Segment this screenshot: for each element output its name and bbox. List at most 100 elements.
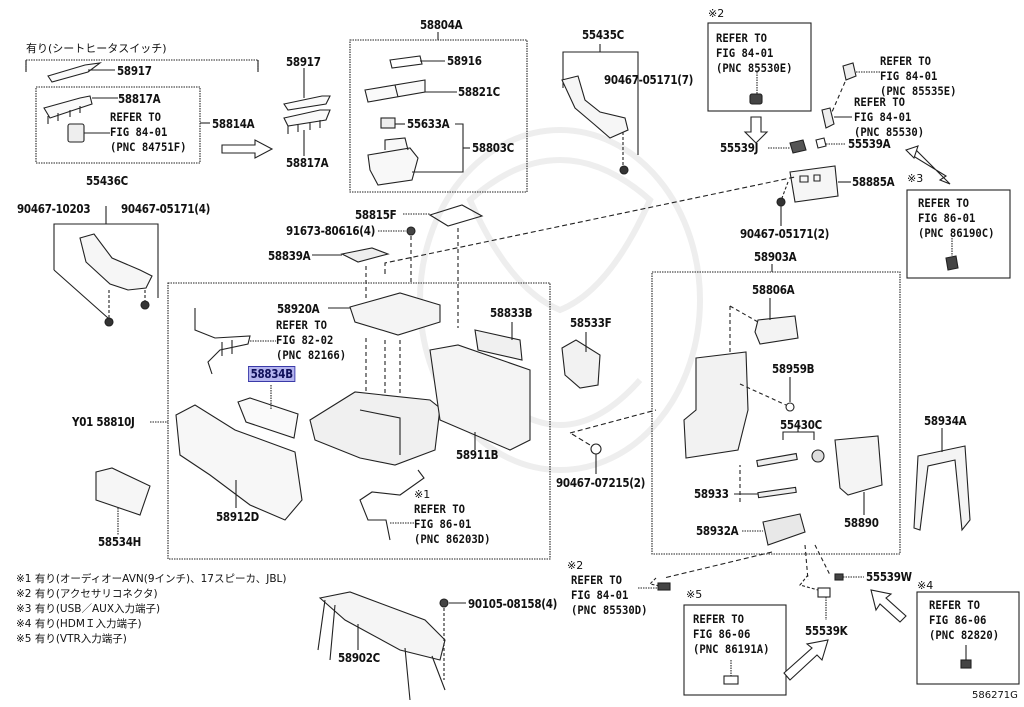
mark-2-bottom: ※2 <box>567 559 584 572</box>
part-58533F-shape <box>561 339 601 389</box>
part-58534H-shape <box>95 467 151 516</box>
ref-82166[interactable]: REFER TO FIG 82-02 (PNC 82166) <box>276 318 347 362</box>
ref-82820[interactable]: REFER TO FIG 86-06 (PNC 82820) <box>929 598 1000 642</box>
ref-85530[interactable]: REFER TO FIG 84-01 (PNC 85530) <box>854 95 925 139</box>
part-label-58959B[interactable]: 58959B <box>772 362 815 376</box>
part-label-55436C[interactable]: 55436C <box>86 174 128 188</box>
part-label-58885A[interactable]: 58885A <box>852 175 895 189</box>
part-58815F-shape <box>428 204 484 227</box>
part-55539W-shape <box>834 573 844 581</box>
mark-4: ※4 <box>917 579 934 592</box>
bolt-90105-icon <box>439 598 449 608</box>
part-console-body-shape <box>309 391 441 466</box>
part-label-90467-07215[interactable]: 90467-07215(2) <box>556 476 646 490</box>
part-label-58817A[interactable]: 58817A <box>118 92 161 106</box>
part-label-58815F[interactable]: 58815F <box>355 208 397 222</box>
part-label-55430C[interactable]: 55430C <box>780 418 822 432</box>
part-58833B-shape <box>474 329 523 361</box>
part-label-58911B[interactable]: 58911B <box>456 448 499 462</box>
part-label-55539A[interactable]: 55539A <box>848 137 891 151</box>
ref-86203D[interactable]: REFER TO FIG 86-01 (PNC 86203D) <box>414 502 491 546</box>
part-label-58533F[interactable]: 58533F <box>570 316 612 330</box>
mark-5: ※5 <box>686 588 703 601</box>
part-label-90467-05171-4[interactable]: 90467-05171(4) <box>121 202 211 216</box>
ref-86190C[interactable]: REFER TO FIG 86-01 (PNC 86190C) <box>918 196 995 240</box>
arrow-down <box>743 116 769 144</box>
ref-85530D[interactable]: REFER TO FIG 84-01 (PNC 85530D) <box>571 573 648 617</box>
clip-55436C-right-icon <box>140 300 150 310</box>
part-58912D-shape <box>175 404 303 521</box>
ref-85535E[interactable]: REFER TO FIG 84-01 (PNC 85535E) <box>880 54 957 98</box>
part-58821C-shape <box>364 79 426 103</box>
part-85530-shape <box>821 107 835 129</box>
mark-1: ※1 <box>414 488 431 501</box>
part-label-58933[interactable]: 58933 <box>694 487 729 501</box>
part-55430C-rod-shape <box>756 452 798 468</box>
part-label-55633A[interactable]: 55633A <box>407 117 450 131</box>
part-label-55539J[interactable]: 55539J <box>720 141 759 155</box>
part-58834B-shape <box>237 397 299 439</box>
legend-item-5: ※5 有り(VTR入力端子) <box>16 633 127 645</box>
part-label-58821C[interactable]: 58821C <box>458 85 500 99</box>
box-ref-85530E <box>707 22 812 112</box>
part-58933-shape <box>757 486 797 499</box>
part-label-90467-05171-2[interactable]: 90467-05171(2) <box>740 227 830 241</box>
part-label-90467-10203[interactable]: 90467-10203 <box>17 202 91 216</box>
part-label-58902C[interactable]: 58902C <box>338 651 380 665</box>
part-55539J-shape <box>789 139 807 154</box>
part-label-58920A[interactable]: 58920A <box>277 302 320 316</box>
part-label-58912D[interactable]: 58912D <box>216 510 259 524</box>
part-58934A-shape <box>913 445 971 532</box>
part-label-58903A[interactable]: 58903A <box>754 250 797 264</box>
arrow-up-left-2 <box>870 589 907 623</box>
box-ref-86190C <box>906 189 1011 279</box>
part-label-58817A-b[interactable]: 58817A <box>286 156 329 170</box>
part-58917-a-shape <box>47 62 103 83</box>
figure-number: 586271G <box>972 690 1018 701</box>
part-label-58834B-highlighted[interactable]: 58834B <box>248 366 296 382</box>
box-58903A <box>651 271 901 555</box>
part-label-58916[interactable]: 58916 <box>447 54 482 68</box>
part-58890-shape <box>834 435 883 496</box>
harness-86203D-shape <box>359 469 425 541</box>
ref-85530E[interactable]: REFER TO FIG 84-01 (PNC 85530E) <box>716 31 793 75</box>
part-label-90105-08158[interactable]: 90105-08158(4) <box>468 597 558 611</box>
part-label-58890[interactable]: 58890 <box>844 516 879 530</box>
part-58817A-b-shape <box>283 109 331 134</box>
part-label-58804A[interactable]: 58804A <box>420 18 463 32</box>
part-label-Y01-58810J[interactable]: Y01 58810J <box>72 415 135 429</box>
part-label-58803C[interactable]: 58803C <box>472 141 514 155</box>
part-55430C-cap-icon <box>811 449 825 463</box>
arrow-up-right <box>783 639 829 681</box>
part-label-55435C[interactable]: 55435C <box>582 28 624 42</box>
clip-58885A-icon <box>776 197 786 207</box>
part-label-58917[interactable]: 58917 <box>117 64 152 78</box>
part-label-58839A[interactable]: 58839A <box>268 249 311 263</box>
part-label-58934A[interactable]: 58934A <box>924 414 967 428</box>
box-ref-86191A <box>683 604 787 696</box>
part-label-58534H[interactable]: 58534H <box>98 535 141 549</box>
part-label-58814A[interactable]: 58814A <box>212 117 255 131</box>
part-label-58932A[interactable]: 58932A <box>696 524 739 538</box>
part-label-58806A[interactable]: 58806A <box>752 283 795 297</box>
mark-3: ※3 <box>907 172 924 185</box>
switch-84751F-shape <box>67 123 85 143</box>
part-85535E-shape <box>842 62 857 81</box>
ref-86191A[interactable]: REFER TO FIG 86-06 (PNC 86191A) <box>693 612 770 656</box>
part-58885A-shape <box>789 165 839 203</box>
ref-84751F[interactable]: REFER TO FIG 84-01 (PNC 84751F) <box>110 110 187 154</box>
clip-90467-07215-icon <box>590 443 602 455</box>
part-85530D-shape <box>657 582 671 591</box>
part-58817A-a-shape <box>43 95 93 124</box>
part-label-58833B[interactable]: 58833B <box>490 306 533 320</box>
legend-item-1: ※1 有り(オーディオーAVN(9インチ)、17スピーカ、JBL) <box>16 573 287 585</box>
part-label-90467-05171-7[interactable]: 90467-05171(7) <box>604 73 694 87</box>
part-label-91673-80616[interactable]: 91673-80616(4) <box>286 224 376 238</box>
part-label-55539K[interactable]: 55539K <box>805 624 848 638</box>
part-label-55539W[interactable]: 55539W <box>866 570 912 584</box>
seat-heater-note: 有り(シートヒータスイッチ) <box>26 42 167 55</box>
part-label-58917-b[interactable]: 58917 <box>286 55 321 69</box>
legend-item-3: ※3 有り(USB／AUX入力端子) <box>16 603 161 615</box>
